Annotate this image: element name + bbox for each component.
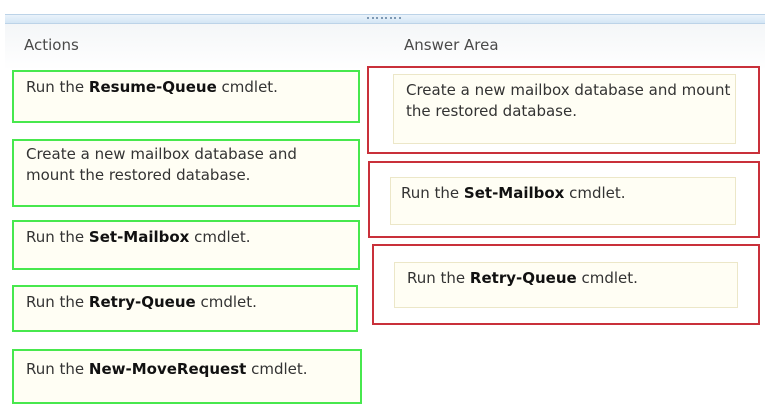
action-card-set-mailbox[interactable]: Run the Set-Mailbox cmdlet. bbox=[12, 220, 360, 270]
action-text-suffix: cmdlet. bbox=[195, 293, 257, 311]
answer-area-header: Answer Area bbox=[404, 36, 499, 54]
answer-card-set-mailbox[interactable]: Run the Set-Mailbox cmdlet. bbox=[390, 177, 736, 225]
answer-slot-1[interactable]: Create a new mailbox database and mount … bbox=[367, 66, 760, 154]
resize-grip-icon[interactable] bbox=[367, 15, 401, 21]
answer-text-suffix: cmdlet. bbox=[576, 269, 638, 287]
cmdlet-name: Set-Mailbox bbox=[88, 228, 190, 246]
action-text: Run the bbox=[26, 293, 89, 311]
cmdlet-name: Retry-Queue bbox=[88, 293, 196, 311]
action-text: Run the bbox=[26, 78, 89, 96]
cmdlet-name: Resume-Queue bbox=[88, 78, 217, 96]
action-text: Run the bbox=[26, 228, 89, 246]
answer-text: Run the bbox=[407, 269, 470, 287]
top-divider-bar bbox=[5, 14, 765, 24]
answer-card-retry-queue[interactable]: Run the Retry-Queue cmdlet. bbox=[394, 262, 738, 308]
action-card-new-moverequest[interactable]: Run the New-MoveRequest cmdlet. bbox=[12, 349, 362, 404]
answer-card-create-mailbox-database[interactable]: Create a new mailbox database and mount … bbox=[393, 74, 736, 144]
answer-slot-3[interactable]: Run the Retry-Queue cmdlet. bbox=[372, 244, 760, 325]
answer-text-suffix: cmdlet. bbox=[564, 184, 626, 202]
action-text: Create a new mailbox database and mount … bbox=[26, 145, 297, 184]
action-text-suffix: cmdlet. bbox=[189, 228, 251, 246]
action-card-create-mailbox-database[interactable]: Create a new mailbox database and mount … bbox=[12, 139, 360, 207]
action-text-suffix: cmdlet. bbox=[216, 78, 278, 96]
actions-header: Actions bbox=[24, 36, 79, 54]
answer-text: Run the bbox=[401, 184, 464, 202]
cmdlet-name: Set-Mailbox bbox=[463, 184, 565, 202]
action-text-suffix: cmdlet. bbox=[246, 360, 308, 378]
answer-slot-2[interactable]: Run the Set-Mailbox cmdlet. bbox=[368, 161, 760, 238]
action-card-resume-queue[interactable]: Run the Resume-Queue cmdlet. bbox=[12, 70, 360, 123]
header-band bbox=[5, 24, 765, 70]
cmdlet-name: New-MoveRequest bbox=[88, 360, 247, 378]
cmdlet-name: Retry-Queue bbox=[469, 269, 577, 287]
action-card-retry-queue[interactable]: Run the Retry-Queue cmdlet. bbox=[12, 285, 358, 332]
answer-text: Create a new mailbox database and mount … bbox=[406, 81, 731, 120]
action-text: Run the bbox=[26, 360, 89, 378]
